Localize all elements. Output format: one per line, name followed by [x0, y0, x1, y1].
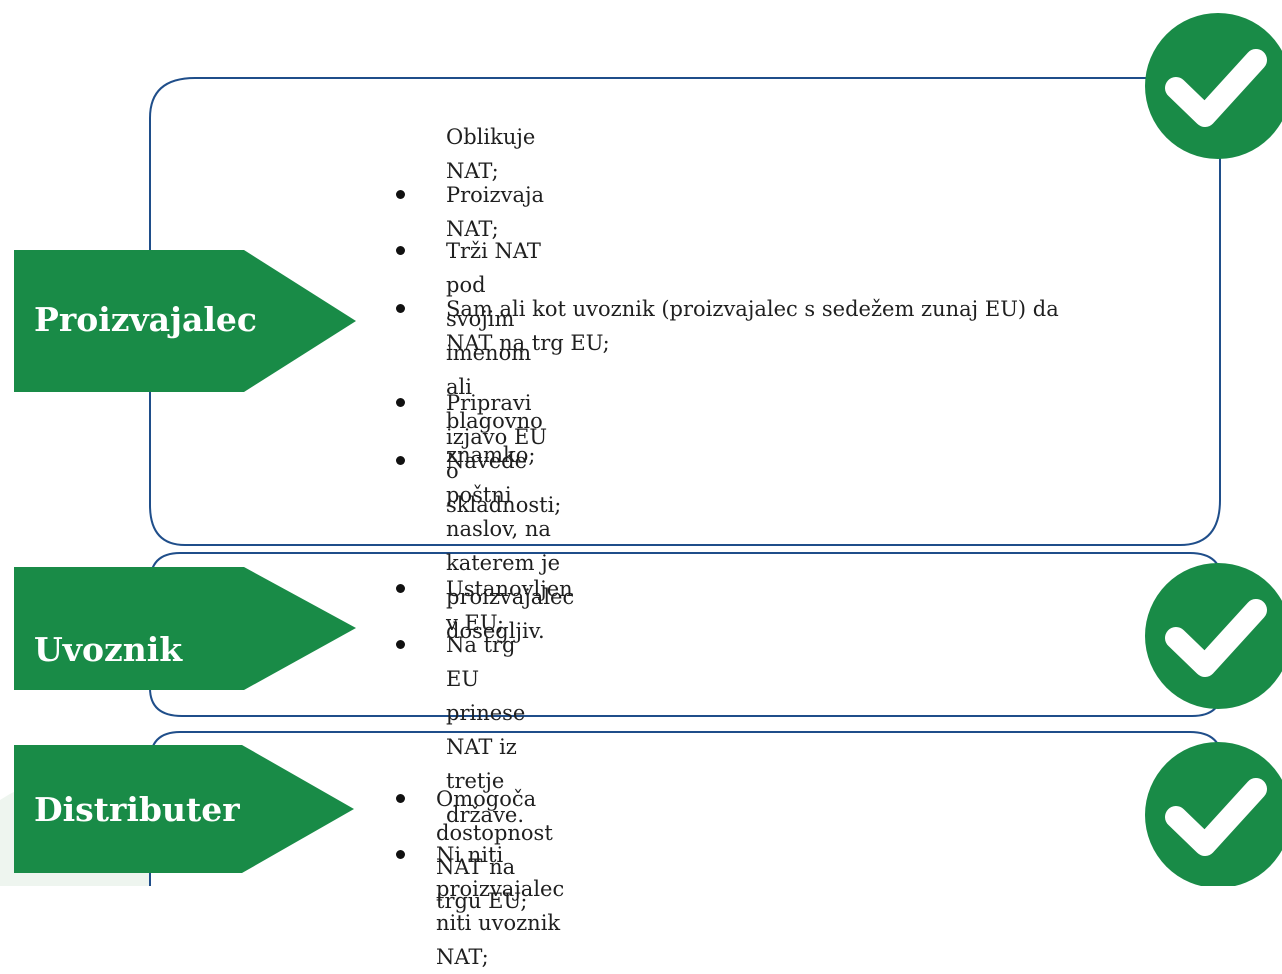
- list-item-text: Sam ali kot uvoznik (proizvajalec s sede…: [446, 297, 1059, 355]
- list-item: Oblikuje NAT;: [396, 120, 535, 188]
- bullet: [396, 190, 405, 199]
- uvoznik-arrow: [14, 567, 356, 690]
- distributer-label: Distributer: [34, 790, 240, 829]
- list-item-text: Pripravi izjavo EU o skladnosti;: [446, 391, 562, 517]
- list-item: Ni niti proizvajalec niti uvoznik NAT;: [396, 838, 564, 974]
- list-item-text: Proizvaja NAT;: [446, 183, 545, 241]
- list-item: Na trg EU prinese NAT iz tretje države.: [396, 628, 525, 832]
- list-item: Proizvaja NAT;: [396, 178, 544, 246]
- uvoznik-label: Uvoznik: [34, 630, 183, 669]
- bullet: [396, 794, 405, 803]
- bullet: [396, 584, 405, 593]
- proizvajalec-label: Proizvajalec: [34, 300, 257, 339]
- check-circle-icon: [1145, 563, 1282, 709]
- list-item: Navede poštni naslov, na katerem je proi…: [396, 444, 574, 648]
- check-circle-icon: [1145, 13, 1282, 159]
- bullet: [396, 398, 405, 407]
- list-item-text: Navede poštni naslov, na katerem je proi…: [446, 449, 575, 643]
- distributer-arrow: [14, 745, 354, 873]
- list-item: Pripravi izjavo EU o skladnosti;: [396, 386, 561, 522]
- diagram-shapes: [0, 13, 1282, 886]
- list-item-text: Ustanovljen v EU;: [446, 577, 573, 635]
- bullet: [396, 246, 405, 255]
- bullet: [396, 304, 405, 313]
- list-item-text: Oblikuje NAT;: [446, 125, 536, 183]
- list-item: Sam ali kot uvoznik (proizvajalec s sede…: [396, 292, 1096, 360]
- list-item: Trži NAT pod svojim imenom ali blagovno …: [396, 234, 543, 472]
- list-item: Ustanovljen v EU;: [396, 572, 573, 640]
- list-item-text: Trži NAT pod svojim imenom ali blagovno …: [446, 239, 543, 467]
- proizvajalec-arrow: [14, 250, 356, 392]
- bullet: [396, 640, 405, 649]
- list-item-text: Ni niti proizvajalec niti uvoznik NAT;: [436, 843, 565, 969]
- bullet: [396, 456, 405, 465]
- bullet: [396, 850, 405, 859]
- list-item-text: Na trg EU prinese NAT iz tretje države.: [446, 633, 526, 827]
- check-circle-icon: [1145, 742, 1282, 886]
